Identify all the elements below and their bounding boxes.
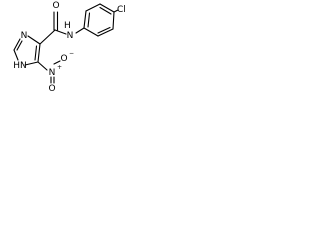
bond-c2-n1 [13, 49, 19, 61]
bond-n1-c5 [24, 61, 39, 66]
bond-c4-carbonyl [39, 29, 56, 45]
bond-c5-nitro-n [37, 61, 48, 71]
bond-c4-n3 [27, 35, 41, 45]
bond-aryl-cl [113, 9, 119, 13]
bond-aryl-3-4 [99, 3, 115, 13]
bond-c5-c4-double [34, 45, 38, 61]
atom-label-nitro-nitrogen: N [49, 68, 56, 78]
atom-label-amide-hydrogen: H [64, 21, 71, 31]
atom-charge-nitro-nitrogen: + [57, 64, 62, 71]
bond-n3-c2-double [16, 40, 23, 51]
chlorophenyl-ring [83, 3, 119, 37]
atom-charge-nitro-oxygen: − [69, 50, 74, 57]
imidazole-ring [13, 35, 41, 66]
atom-label-imidazole-n3: N [21, 31, 28, 41]
atom-label-amide-nitrogen: N [67, 31, 74, 41]
bond-aryl-double-c [97, 26, 111, 34]
atom-label-nitro-oxygen-upper: O [60, 54, 67, 64]
bond-nitro-n-o-upper [53, 60, 61, 65]
bond-aryl-1-2 [83, 10, 87, 29]
nitro-group [37, 60, 61, 84]
bond-c5-c4 [37, 43, 41, 63]
atom-label-chlorine: Cl [117, 5, 126, 15]
bond-aryl-6-1 [83, 27, 99, 37]
atom-label-nitro-oxygen-lower: O [48, 84, 55, 93]
bond-n3-c2 [13, 38, 21, 51]
bond-carbonyl-n [54, 29, 67, 35]
bond-aryl-2-3 [85, 3, 101, 12]
carboxamide-group [39, 11, 85, 45]
atom-label-imidazole-nh: HN [13, 61, 27, 71]
bond-n-aryl [75, 27, 85, 34]
bond-aryl-5-6 [97, 28, 114, 37]
atom-label-carbonyl-oxygen: O [52, 1, 59, 11]
bond-aryl-4-5 [112, 11, 115, 30]
bond-aryl-double-b [99, 6, 112, 15]
bond-aryl-double-a [87, 12, 91, 28]
chemical-structure-diagram: O H N Cl N HN N + O − O [13, 1, 126, 93]
